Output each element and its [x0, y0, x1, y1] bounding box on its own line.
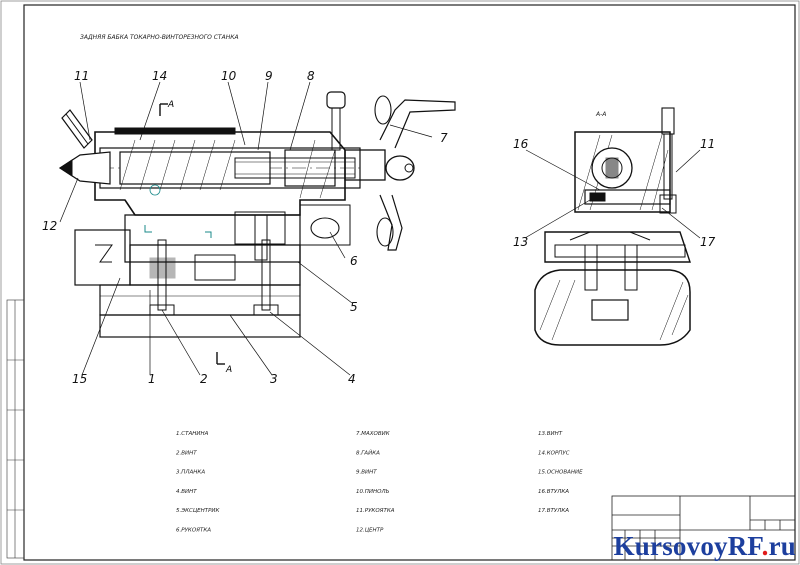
callout-9: 9: [265, 69, 273, 83]
part-item-7: 7.МАХОВИК: [356, 431, 391, 437]
callout-11: 11: [74, 69, 89, 83]
part-item-14: 14.КОРПУС: [538, 450, 570, 456]
part-item-5: 5.ЭКСЦЕНТРИК: [176, 508, 221, 514]
part-item-9: 9.ВИНТ: [356, 470, 377, 476]
part-item-1: 1.СТАНИНА: [176, 431, 209, 437]
callout-15: 15: [72, 372, 87, 386]
callout-4: 4: [348, 372, 356, 386]
part-item-17: 17.ВТУЛКА: [538, 508, 569, 514]
callout-7: 7: [440, 131, 448, 145]
part-item-15: 15.ОСНОВАНИЕ: [538, 470, 583, 476]
part-item-6: 6.РУКОЯТКА: [176, 528, 211, 534]
part-item-11: 11.РУКОЯТКА: [356, 508, 395, 514]
watermark-dot: .: [761, 531, 769, 561]
inner-frame: [23, 4, 796, 561]
tailstock-main-view: [58, 81, 456, 376]
section-callouts: 16 11 13 17: [513, 137, 716, 249]
parts-list: 1.СТАНИНА 2.ВИНТ 3.ПЛАНКА 4.ВИНТ 5.ЭКСЦЕНТРИ…: [176, 431, 583, 534]
callout-13: 13: [513, 235, 528, 249]
callout-14: 14: [152, 69, 167, 83]
part-item-4: 4.ВИНТ: [176, 489, 197, 495]
callout-12: 12: [42, 219, 57, 233]
callout-17: 17: [700, 235, 716, 249]
part-item-3: 3.ПЛАНКА: [176, 470, 205, 476]
callout-5: 5: [350, 300, 358, 314]
section-label: А-А: [595, 111, 606, 118]
callout-2: 2: [200, 372, 208, 386]
callout-8: 8: [307, 69, 315, 83]
cut-marker-top: А: [167, 100, 174, 110]
callout-6: 6: [350, 254, 358, 268]
drawing-title: ЗАДНЯЯ БАБКА ТОКАРНО-ВИНТОРЕЗНОГО СТАНКА: [80, 34, 239, 41]
part-item-2: 2.ВИНТ: [176, 450, 197, 456]
part-item-12: 12.ЦЕНТР: [356, 528, 384, 534]
cut-marker-bottom: А: [225, 365, 232, 375]
part-item-10: 10.ПИНОЛЬ: [356, 489, 390, 495]
section-view: [524, 107, 701, 346]
callout-11-section: 11: [700, 137, 715, 151]
part-item-13: 13.ВИНТ: [538, 431, 563, 437]
watermark-logo: KursovoyRF.ru: [614, 531, 796, 562]
callout-10: 10: [221, 69, 237, 83]
watermark-name: KursovoyRF: [613, 531, 762, 561]
main-callouts: 11 14 10 9 8 7 12 6 5 15 1 2 3 4 А А: [42, 69, 448, 386]
part-item-16: 16.ВТУЛКА: [538, 489, 569, 495]
callout-1: 1: [148, 372, 156, 386]
title-block: [611, 495, 796, 561]
callout-3: 3: [270, 372, 278, 386]
watermark-tld: ru: [768, 531, 796, 561]
part-item-8: 8.ГАЙКА: [356, 449, 380, 456]
callout-16: 16: [513, 137, 529, 151]
left-side-strip: [6, 299, 25, 559]
